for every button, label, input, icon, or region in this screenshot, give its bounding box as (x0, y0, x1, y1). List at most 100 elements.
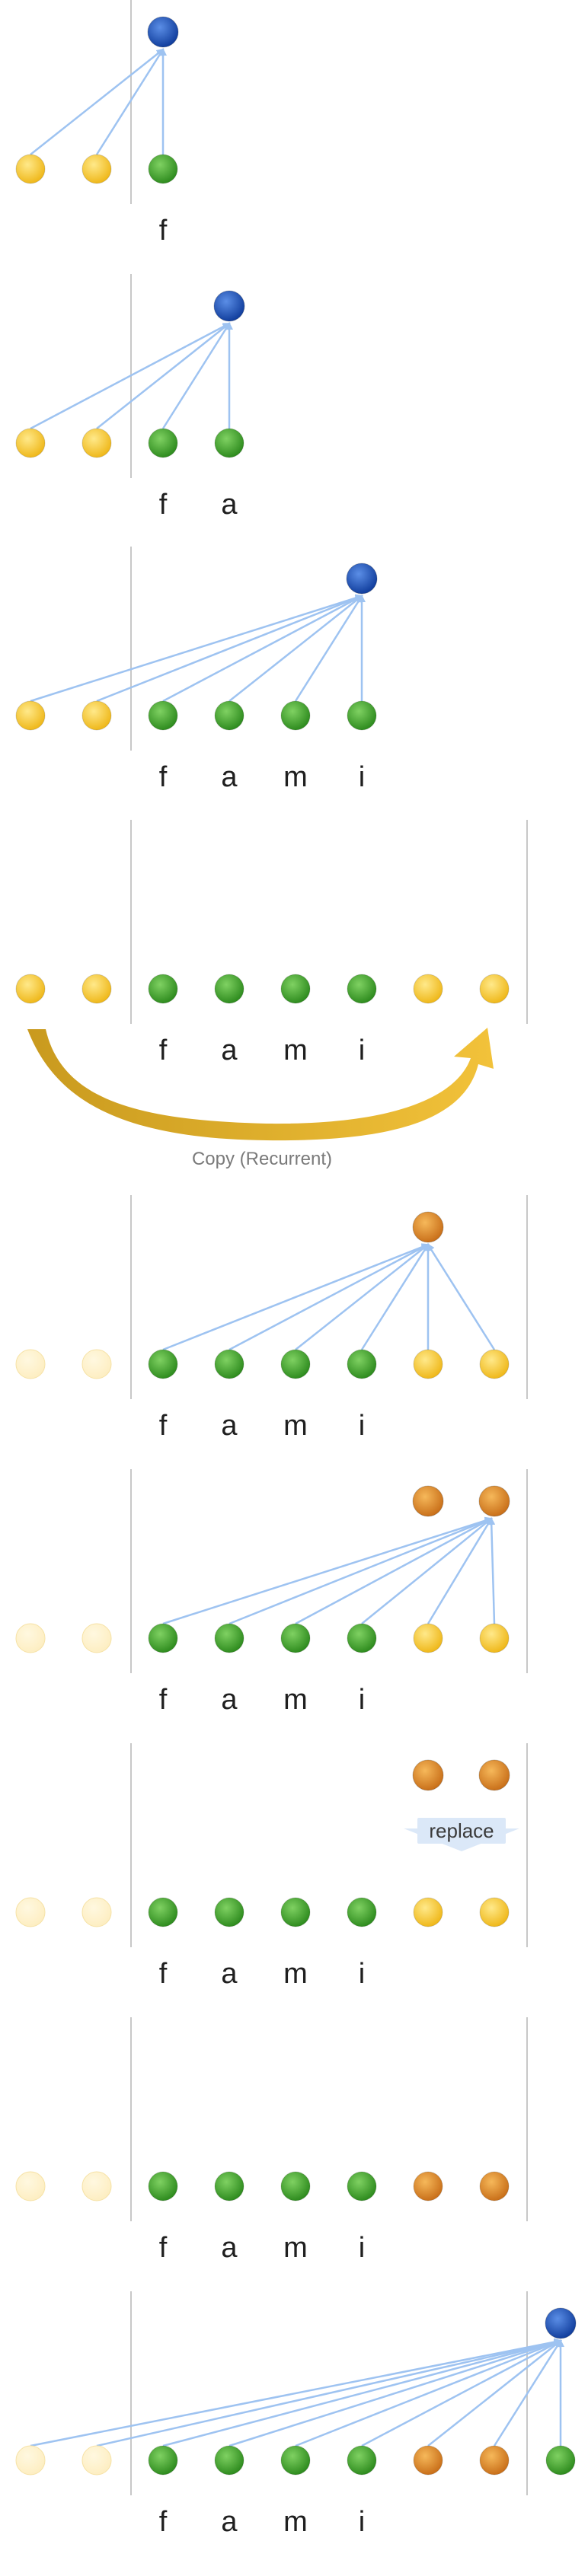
token-letter: f (159, 1958, 168, 1990)
token-node-green (347, 1349, 377, 1379)
token-node-green (347, 2171, 377, 2201)
token-letter: f (159, 1684, 168, 1716)
token-letter: m (283, 761, 308, 793)
token-node-green (280, 1897, 311, 1927)
token-node-green (214, 1897, 244, 1927)
attention-edge (96, 595, 363, 703)
token-node-yellow-faded (81, 1897, 112, 1927)
attention-edge (228, 595, 363, 702)
token-node-yellow (413, 1349, 443, 1379)
attention-edge (228, 2338, 562, 2447)
token-node-green (148, 2171, 178, 2201)
attention-edge (427, 1243, 496, 1350)
token-node-green (280, 2445, 311, 2476)
token-node-yellow (413, 1897, 443, 1927)
token-node-green (280, 2171, 311, 2201)
token-node-green (280, 700, 311, 731)
attention-edge (360, 1243, 430, 1350)
token-node-orange (413, 2171, 443, 2201)
token-node-yellow-faded (15, 1897, 46, 1927)
copy-caption: Copy (Recurrent) (192, 1149, 332, 1169)
token-letter: a (221, 1035, 238, 1066)
token-node-yellow (413, 974, 443, 1004)
token-letter: f (159, 1035, 168, 1066)
attention-edge (162, 1516, 493, 1625)
token-node-yellow-faded (81, 1349, 112, 1379)
token-letter: i (359, 761, 365, 793)
token-node-yellow (479, 1623, 510, 1653)
token-node-green (148, 154, 178, 184)
attention-edge (96, 2338, 562, 2447)
token-node-orange (479, 2171, 510, 2201)
token-node-orange (479, 2445, 510, 2476)
panel-1: f (15, 0, 179, 247)
token-letter: i (359, 2232, 365, 2264)
attention-edge (427, 1517, 493, 1624)
token-letter: f (159, 489, 168, 521)
token-node-green (214, 1623, 244, 1653)
attention-edge (295, 2339, 562, 2447)
token-node-yellow (81, 154, 112, 184)
token-node-yellow (81, 700, 112, 731)
token-letter: i (359, 1958, 365, 1990)
token-node-green (214, 974, 244, 1004)
token-node-green (280, 974, 311, 1004)
token-node-green (347, 974, 377, 1004)
token-node-yellow-faded (15, 2171, 46, 2201)
attention-edge (295, 1517, 493, 1625)
token-node-orange (413, 2445, 443, 2476)
token-letter: f (159, 2232, 168, 2264)
token-node-green (280, 1623, 311, 1653)
token-letter: m (283, 1410, 308, 1442)
token-node-yellow (81, 974, 112, 1004)
token-node-green (347, 1623, 377, 1653)
token-node-yellow-faded (81, 2445, 112, 2476)
token-node-yellow (413, 1623, 443, 1653)
token-node-green (545, 2445, 576, 2476)
token-letter: f (159, 761, 168, 793)
token-node-yellow (479, 1897, 510, 1927)
replace-badge (417, 1818, 506, 1844)
token-node-yellow (479, 1349, 510, 1379)
token-letter: i (359, 1410, 365, 1442)
token-letter: f (159, 1410, 168, 1442)
token-letter: a (221, 761, 238, 793)
token-node-green (280, 1349, 311, 1379)
token-node-green (214, 700, 244, 731)
token-node-yellow-faded (81, 2171, 112, 2201)
token-node-green (214, 1349, 244, 1379)
attention-edge (96, 322, 231, 429)
attention-edge (95, 48, 165, 155)
token-node-green (148, 1897, 178, 1927)
attention-edge (493, 2339, 562, 2447)
token-letter: a (221, 489, 238, 521)
token-letter: m (283, 1035, 308, 1066)
token-letter: m (283, 1684, 308, 1716)
token-letter: i (359, 1684, 365, 1716)
attention-edge (162, 1243, 430, 1351)
attention-edge (228, 1517, 493, 1625)
token-node-yellow (479, 974, 510, 1004)
token-node-green (148, 700, 178, 731)
token-node-yellow-faded (15, 2445, 46, 2476)
attention-edge (228, 1243, 430, 1351)
output-node-blue (545, 2307, 577, 2339)
token-letter: f (159, 215, 168, 247)
replace-label: replace (429, 1819, 494, 1842)
token-letter: a (221, 1958, 238, 1990)
token-letter: m (283, 2506, 308, 2538)
attention-edge (162, 595, 363, 703)
token-letter: a (221, 2506, 238, 2538)
token-letter: i (359, 2506, 365, 2538)
attention-edge (427, 2339, 562, 2447)
attention-edge (30, 48, 165, 155)
copy-arrow (27, 1028, 494, 1141)
token-letter: m (283, 2232, 308, 2264)
